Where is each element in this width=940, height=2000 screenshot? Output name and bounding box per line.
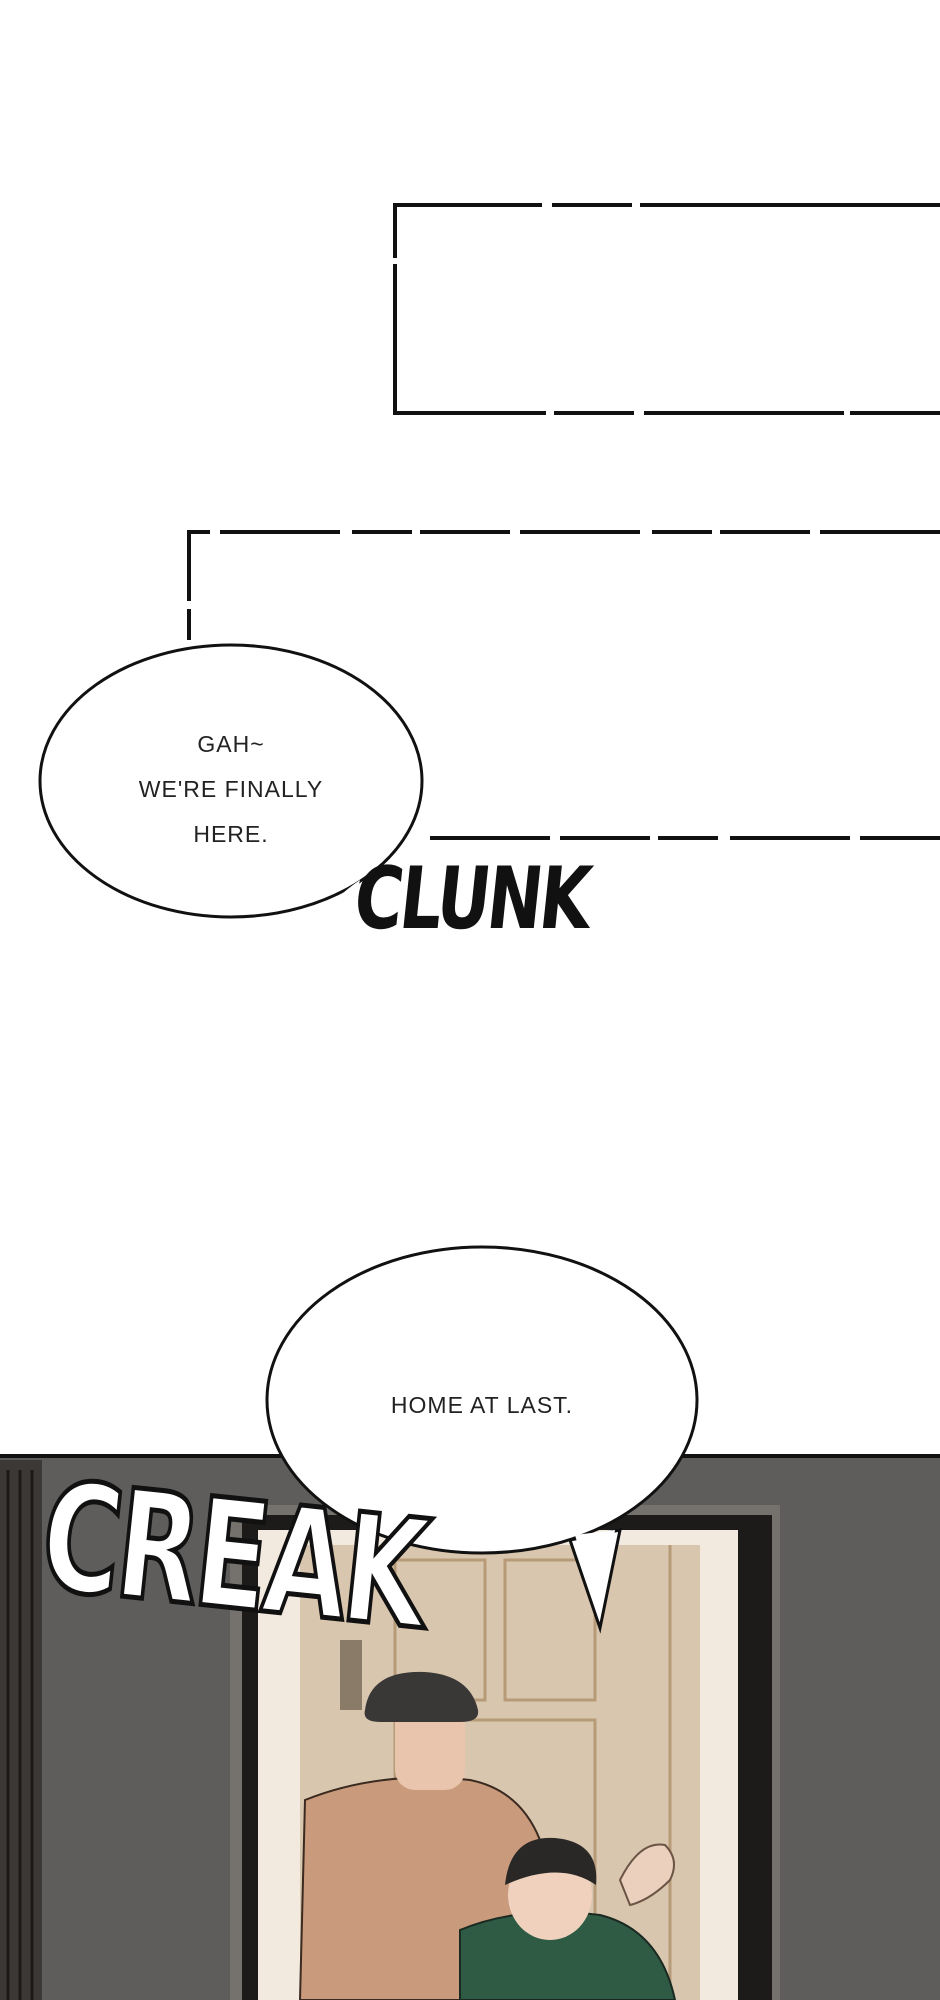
speech-bubble-2 (265, 1245, 699, 1555)
bubble-line: GAH~ (197, 731, 265, 757)
bubble-line: HERE. (193, 821, 269, 847)
bubble-line: HOME AT LAST. (390, 1392, 574, 1418)
panel-frame-top (393, 203, 940, 415)
bubble-line: WE'RE FINALLY (138, 776, 324, 802)
bubble-1-text: GAH~ WE'RE FINALLY HERE. (60, 722, 402, 857)
speech-bubble-1 (38, 643, 424, 919)
person-short (459, 1911, 677, 2000)
panel-frame-middle (187, 530, 940, 840)
hallway-scene (0, 1454, 940, 2000)
bubble-2-text: HOME AT LAST. (267, 1383, 697, 1428)
bucket-hat (364, 1671, 479, 1722)
raised-hand (618, 1843, 675, 1907)
sfx-clunk: CLUNK (349, 848, 594, 949)
